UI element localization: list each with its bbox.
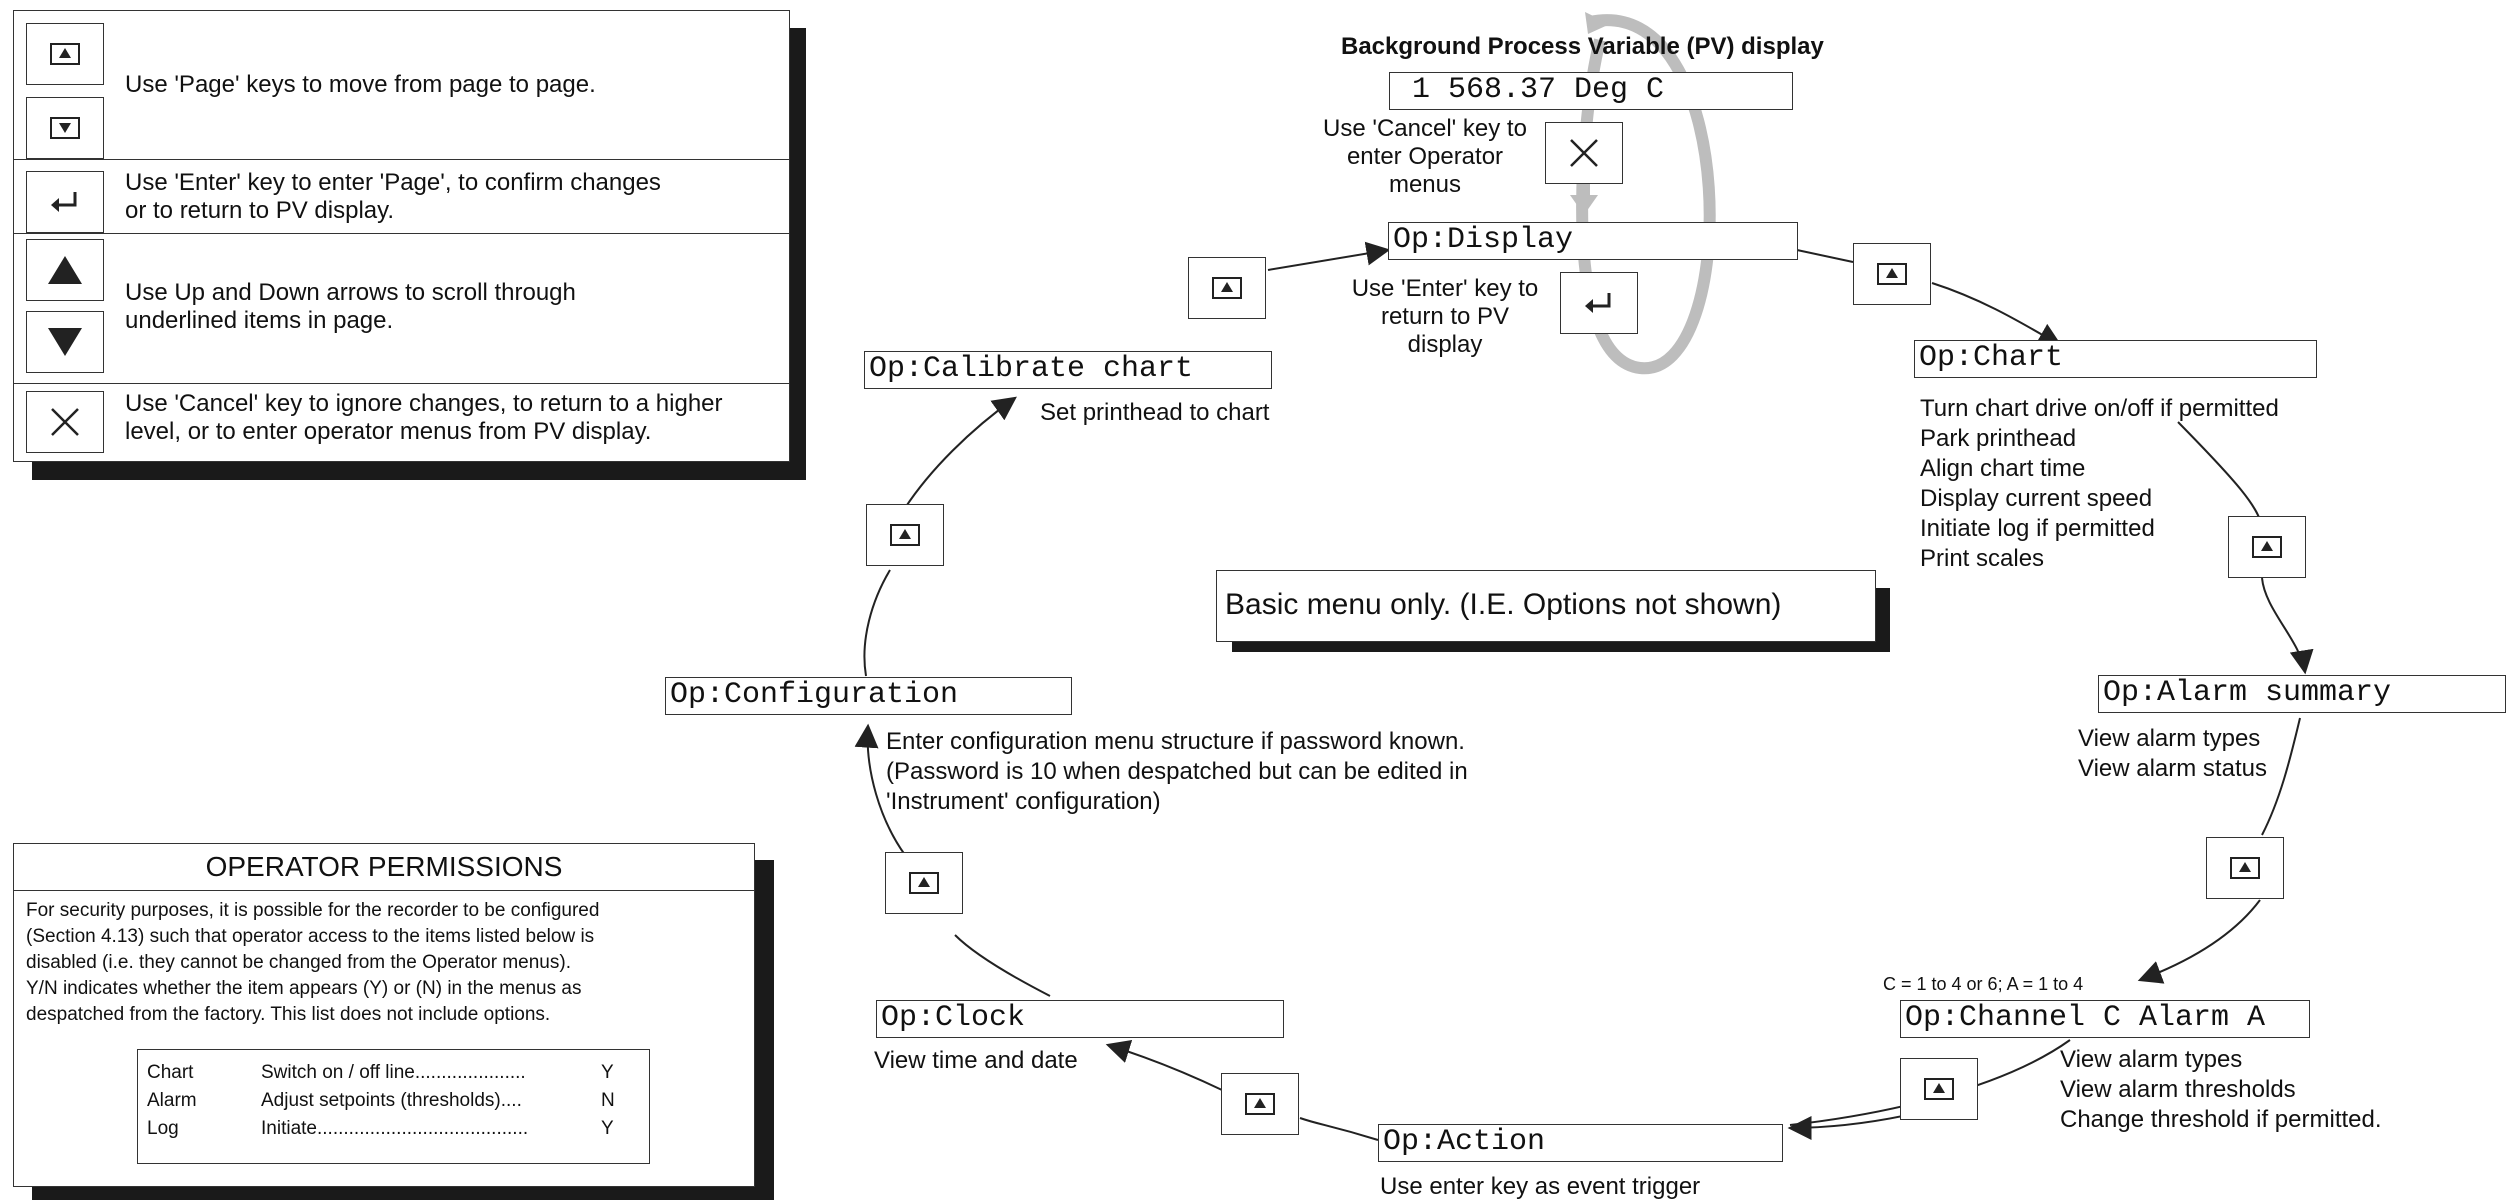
permissions-text-2: (Section 4.13) such that operator access… — [26, 926, 595, 947]
cancel-text-1: Use 'Cancel' key to ignore changes, to r… — [125, 390, 723, 417]
chart-desc-5: Initiate log if permitted — [1920, 515, 2155, 542]
channel-alarm-desc-1: View alarm types — [2060, 1046, 2243, 1073]
page-key-channel-action — [1900, 1058, 1978, 1120]
permission-item: Alarm — [147, 1090, 197, 1111]
configuration-desc-1: Enter configuration menu structure if pa… — [886, 728, 1465, 755]
enter-key-text-2: or to return to PV display. — [125, 197, 395, 224]
operator-permissions: OPERATOR PERMISSIONS For security purpos… — [13, 843, 755, 1187]
menu-op-calibrate-chart: Op:Calibrate chart — [864, 351, 1272, 389]
enter-key-text-1: Use 'Enter' key to enter 'Page', to conf… — [125, 169, 661, 196]
permission-value: Y — [601, 1062, 614, 1083]
page-keys-text: Use 'Page' keys to move from page to pag… — [125, 71, 596, 98]
page-up-icon — [909, 872, 939, 894]
alarm-summary-desc-2: View alarm status — [2078, 755, 2267, 782]
chart-desc-4: Display current speed — [1920, 485, 2153, 512]
chart-desc-6: Print scales — [1920, 545, 2045, 572]
enter-key-pv — [1560, 272, 1638, 334]
chart-desc-2: Park printhead — [1920, 425, 2077, 452]
action-desc: Use enter key as event trigger — [1380, 1173, 1701, 1200]
permission-desc: Initiate................................… — [261, 1118, 529, 1139]
page-key-action-clock — [1221, 1073, 1299, 1135]
cancel-note-2: enter Operator — [1346, 143, 1504, 170]
cancel-icon — [1570, 139, 1598, 167]
permission-value: N — [601, 1090, 615, 1111]
cancel-text-2: level, or to enter operator menus from P… — [125, 418, 652, 445]
menu-op-chart: Op:Chart — [1914, 340, 2317, 378]
permission-item: Chart — [147, 1062, 194, 1083]
menu-op-configuration: Op:Configuration — [665, 677, 1072, 715]
down-arrow-icon — [48, 328, 82, 356]
page-up-icon — [2252, 536, 2282, 558]
channel-note: C = 1 to 4 or 6; A = 1 to 4 — [1883, 974, 2084, 994]
enter-note-1: Use 'Enter' key to — [1351, 275, 1539, 302]
enter-note-3: display — [1407, 331, 1483, 358]
cancel-note-1: Use 'Cancel' key to — [1323, 115, 1527, 142]
channel-alarm-desc-2: View alarm thresholds — [2060, 1076, 2296, 1103]
menu-op-display: Op:Display — [1388, 222, 1798, 260]
pv-title: Background Process Variable (PV) display — [1341, 33, 1824, 60]
permissions-text-1: For security purposes, it is possible fo… — [26, 900, 600, 921]
enter-key — [26, 171, 104, 233]
menu-op-channel-alarm: Op:Channel C Alarm A — [1900, 1000, 2310, 1038]
permissions-divider — [14, 890, 754, 891]
permissions-title: OPERATOR PERMISSIONS — [205, 851, 563, 882]
permissions-text-4: Y/N indicates whether the item appears (… — [26, 978, 582, 999]
configuration-desc-2: (Password is 10 when despatched but can … — [886, 758, 1468, 785]
legend-divider — [14, 159, 789, 160]
page-up-icon — [1924, 1078, 1954, 1100]
permission-desc: Switch on / off line....................… — [261, 1062, 526, 1083]
permissions-text-3: disabled (i.e. they cannot be changed fr… — [26, 952, 571, 973]
arrows-text-2: underlined items in page. — [125, 307, 394, 334]
page-key-config-calibrate — [866, 504, 944, 566]
page-down-icon — [50, 117, 80, 139]
page-up-icon — [1877, 263, 1907, 285]
page-up-icon — [50, 43, 80, 65]
cancel-note-3: menus — [1388, 171, 1462, 198]
configuration-desc-3: 'Instrument' configuration) — [886, 788, 1161, 815]
page-up-icon — [1212, 277, 1242, 299]
page-key-calibrate-display — [1188, 257, 1266, 319]
page-up-key — [26, 23, 104, 85]
page-up-icon — [1245, 1093, 1275, 1115]
cancel-icon — [51, 408, 79, 436]
menu-op-clock: Op:Clock — [876, 1000, 1284, 1038]
basic-menu-note-text: Basic menu only. (I.E. Options not shown… — [1225, 588, 1782, 621]
arrows-text-1: Use Up and Down arrows to scroll through — [125, 279, 576, 306]
up-arrow-icon — [48, 256, 82, 284]
enter-icon — [51, 192, 77, 212]
legend-divider — [14, 383, 789, 384]
up-key — [26, 239, 104, 301]
menu-op-action: Op:Action — [1378, 1124, 1783, 1162]
enter-icon — [1585, 293, 1611, 313]
down-key — [26, 311, 104, 373]
pv-value-display: 1 568.37 Deg C — [1389, 72, 1793, 110]
page-key-alarm-channel — [2206, 837, 2284, 899]
page-key-display-chart — [1853, 243, 1931, 305]
chart-desc-1: Turn chart drive on/off if permitted — [1920, 395, 2279, 422]
cancel-key-pv — [1545, 122, 1623, 184]
legend-divider — [14, 233, 789, 234]
key-legend: Use 'Page' keys to move from page to pag… — [13, 10, 790, 462]
permission-value: Y — [601, 1118, 614, 1139]
permission-desc: Adjust setpoints (thresholds).... — [261, 1090, 522, 1111]
alarm-summary-desc-1: View alarm types — [2078, 725, 2261, 752]
page-key-clock-config — [885, 852, 963, 914]
page-up-icon — [2230, 857, 2260, 879]
page-key-chart-alarm — [2228, 516, 2306, 578]
menu-op-alarm-summary: Op:Alarm summary — [2098, 675, 2506, 713]
basic-menu-note: Basic menu only. (I.E. Options not shown… — [1216, 570, 1876, 642]
calibrate-desc: Set printhead to chart — [1040, 399, 1270, 426]
cancel-key — [26, 391, 104, 453]
page-up-icon — [890, 524, 920, 546]
page-down-key — [26, 97, 104, 159]
permissions-text-5: despatched from the factory. This list d… — [26, 1004, 551, 1025]
channel-alarm-desc-3: Change threshold if permitted. — [2060, 1106, 2382, 1133]
chart-desc-3: Align chart time — [1920, 455, 2086, 482]
permissions-table: Chart Switch on / off line..............… — [137, 1049, 650, 1164]
enter-note-2: return to PV — [1380, 303, 1510, 330]
permission-item: Log — [147, 1118, 179, 1139]
clock-desc: View time and date — [874, 1047, 1078, 1074]
